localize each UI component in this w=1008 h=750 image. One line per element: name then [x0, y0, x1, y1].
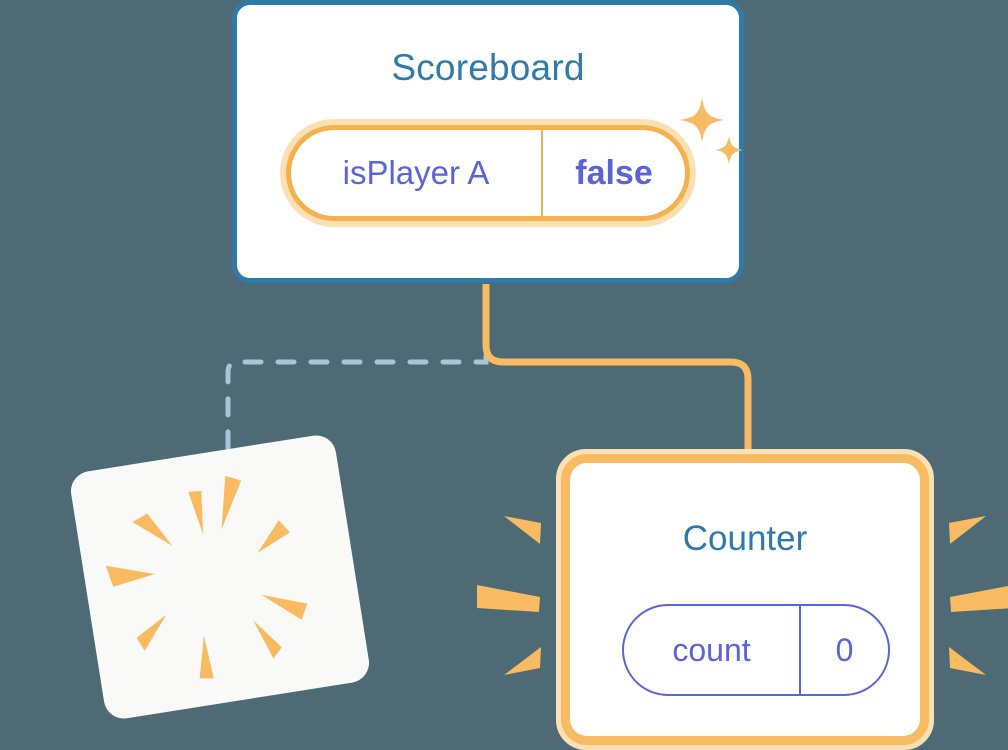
scoreboard-card[interactable]: Scoreboard isPlayer A false [232, 0, 744, 283]
ray [221, 475, 242, 530]
connector-scoreboard-to-blank-card [225, 287, 489, 473]
scoreboard-title: Scoreboard [391, 47, 585, 88]
scoreboard-state-pill[interactable]: isPlayer A false [280, 119, 696, 227]
pill-body[interactable]: isPlayer A false [286, 125, 690, 221]
counter-burst-left [477, 516, 541, 675]
ray [257, 520, 290, 553]
ray [949, 647, 986, 675]
ray [253, 620, 282, 659]
pill-value: false [575, 153, 653, 192]
ray [261, 594, 308, 620]
ray [132, 513, 173, 547]
blank-card-burst [105, 475, 308, 679]
ray [199, 635, 214, 679]
counter-card-body[interactable]: Counter count 0 [561, 454, 929, 745]
blank-card[interactable] [68, 432, 372, 722]
ray [950, 585, 1008, 612]
ray [136, 614, 167, 651]
ray [477, 585, 540, 612]
counter-state-pill[interactable]: count 0 [622, 604, 890, 696]
ray [504, 647, 541, 675]
counter-card[interactable]: Counter count 0 [556, 449, 934, 750]
pill-glow [280, 119, 696, 227]
counter-card-glow [556, 449, 934, 750]
counter-title: Counter [682, 519, 808, 558]
pill-value: 0 [835, 631, 854, 668]
pill-key: isPlayer A [291, 130, 543, 216]
pill-key: count [624, 606, 801, 694]
ray [105, 565, 155, 587]
ray [949, 516, 986, 544]
ray [188, 490, 204, 535]
counter-burst-right [949, 516, 1008, 675]
connector-scoreboard-to-counter [482, 284, 752, 458]
ray [504, 516, 541, 544]
